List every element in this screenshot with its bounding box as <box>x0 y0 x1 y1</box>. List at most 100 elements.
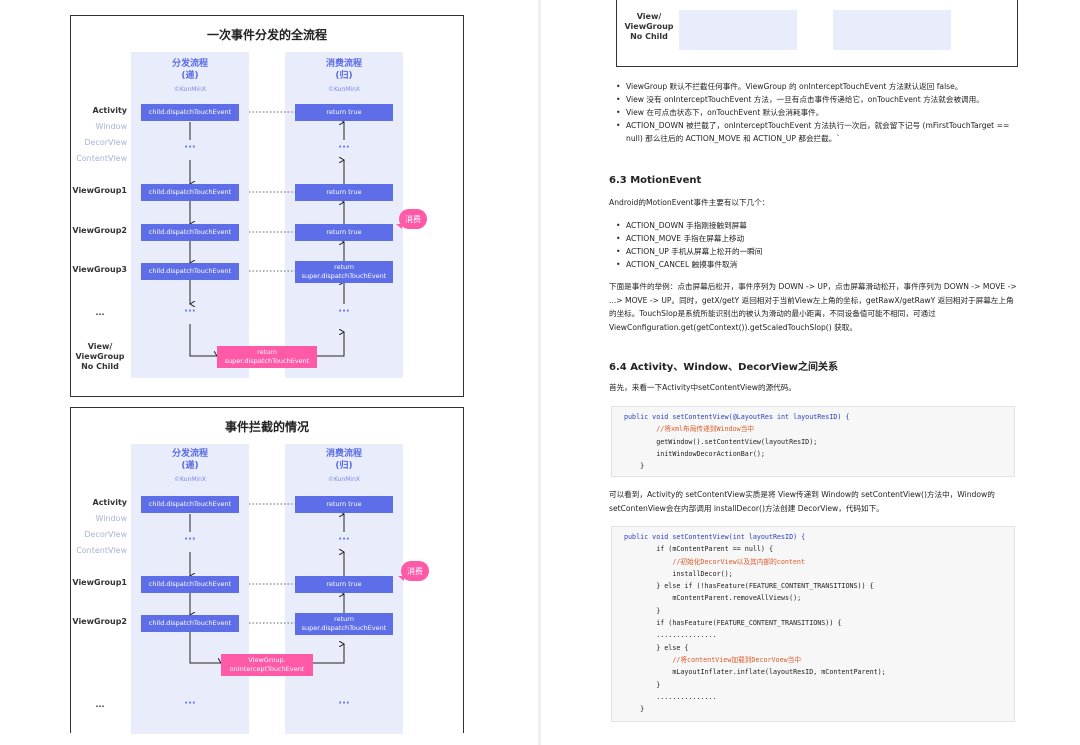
list-item: ViewGroup 默认不拦截任何事件。ViewGroup 的 onInterc… <box>616 80 1016 93</box>
code-line: //将contentView加载到DecorVoew当中 <box>624 655 802 664</box>
row-label-view: View/ ViewGroup No Child <box>65 342 135 372</box>
flow-connectors <box>71 503 463 733</box>
row-label: ViewGroup2 <box>72 226 127 235</box>
diagram-title: 一次事件分发的全流程 <box>206 28 327 42</box>
dispatch-node: child.dispatchTouchEvent <box>141 615 239 632</box>
credit: ©KunMinX <box>328 476 360 483</box>
intercept-diagram: 事件拦截的情况 分发流程 (递) 消费流程 (归) ©KunMinX ©KunM… <box>70 407 464 734</box>
dispatch-heading-sub: (递) <box>181 71 199 81</box>
node-line: return <box>334 615 354 623</box>
return-super-node: return super.dispatchTouchEvent <box>295 261 393 283</box>
arrow-up-return <box>313 644 344 664</box>
dispatch-heading-text: 分发流程 <box>171 59 208 69</box>
return-true-node: return true <box>295 496 393 513</box>
node-line: return <box>257 348 277 356</box>
row-label: DecorView <box>84 138 127 147</box>
arrow-bottom <box>189 324 217 356</box>
row-label-line: ViewGroup <box>624 22 674 31</box>
row-label: ContentView <box>76 154 127 163</box>
node-line: ViewGroup. <box>248 656 286 664</box>
row-label: Window <box>95 514 127 523</box>
return-super-node-bottom: return super.dispatchTouchEvent <box>217 346 317 368</box>
code-block: public void setContentView(int layoutRes… <box>611 526 1015 722</box>
return-true-node: return true <box>295 576 393 593</box>
consume-badge: 消费 <box>398 561 429 581</box>
consume-heading: 消费流程 (归) <box>285 58 403 82</box>
consume-heading-sub: (归) <box>335 461 353 471</box>
node-line: return <box>334 263 354 271</box>
row-label-line: ViewGroup <box>75 352 125 361</box>
row-label-line: View/ <box>87 342 113 351</box>
paragraph: Android的MotionEvent事件主要有以下几个： <box>609 198 770 207</box>
list-item: View 在可点击状态下，onTouchEvent 默认会消耗事件。 <box>616 106 1016 119</box>
list-item: ACTION_UP 手机从屏幕上松开的一瞬间 <box>616 245 1016 258</box>
code-line: initWindowDecorActionBar(); <box>624 449 765 458</box>
node-line: super.dispatchTouchEvent <box>224 357 310 365</box>
consume-heading: 消费流程 (归) <box>285 448 403 472</box>
return-true-node: return true <box>295 184 393 201</box>
row-label: ... <box>95 308 105 317</box>
return-super-node: return super.dispatchTouchEvent <box>295 613 393 635</box>
list-item: ACTION_DOWN 被拦截了，onInterceptTouchEvent 方… <box>616 119 1016 145</box>
code-line: } <box>624 680 661 689</box>
row-label: Activity <box>92 106 128 115</box>
ellipsis: ··· <box>184 698 196 709</box>
row-label: ContentView <box>76 546 127 555</box>
node-line: onInterceptTouchEvent <box>229 665 305 673</box>
bullet-list: ViewGroup 默认不拦截任何事件。ViewGroup 的 onInterc… <box>616 80 1016 145</box>
consume-heading-sub: (归) <box>335 71 353 81</box>
dispatch-heading: 分发流程 (递) <box>131 448 249 472</box>
ellipsis: ··· <box>184 306 196 317</box>
node-line: super.dispatchTouchEvent <box>301 272 387 280</box>
code-line: ............... <box>624 631 717 640</box>
code-line: mLayoutInflater.inflate(layoutResID, mCo… <box>624 668 886 677</box>
code-line: //将xml布局传递到Window当中 <box>624 425 754 434</box>
dispatch-column <box>679 10 797 50</box>
right-page: View/ ViewGroup No Child ViewGroup 默认不拦截… <box>541 0 1080 745</box>
code-line: } <box>624 705 645 714</box>
arrow-intercept <box>189 632 221 663</box>
intercept-node: ViewGroup. onInterceptTouchEvent <box>221 654 313 676</box>
row-label: ViewGroup2 <box>72 617 127 626</box>
ellipsis: ··· <box>184 534 196 545</box>
bullet-list: ACTION_DOWN 手指刚接触到屏幕 ACTION_MOVE 手指在屏幕上移… <box>616 219 1016 271</box>
code-block: public void setContentView(@LayoutRes in… <box>611 406 1015 477</box>
dispatch-node: child.dispatchTouchEvent <box>141 576 239 593</box>
ellipsis: ··· <box>338 306 350 317</box>
ellipsis: ··· <box>184 142 196 153</box>
diagram-fragment: View/ ViewGroup No Child <box>616 0 1018 67</box>
code-line: public void setContentView(@LayoutRes in… <box>624 413 850 421</box>
return-true-node: return true <box>295 224 393 241</box>
list-item: View 没有 onInterceptTouchEvent 方法，一旦有点击事件… <box>616 93 1016 106</box>
node-line: super.dispatchTouchEvent <box>301 624 387 632</box>
section-heading: 6.4 Activity、Window、DecorView之间关系 <box>609 362 838 373</box>
list-item: ACTION_CANCEL 触摸事件取消 <box>616 258 1016 271</box>
code-line: } else { <box>624 643 689 652</box>
row-label-line: View/ <box>636 12 662 21</box>
ellipsis: ··· <box>338 698 350 709</box>
row-label-line: No Child <box>630 32 668 41</box>
code-line: } else if (!hasFeature(FEATURE_CONTENT_T… <box>624 582 874 591</box>
code-line: ............... <box>624 692 717 701</box>
dispatch-node: child.dispatchTouchEvent <box>141 184 239 201</box>
consume-heading-text: 消费流程 <box>325 449 362 459</box>
dispatch-node: child.dispatchTouchEvent <box>141 224 239 241</box>
arrow-up-return <box>317 332 344 357</box>
credit: ©KunMinX <box>174 86 206 93</box>
ellipsis: ··· <box>338 142 350 153</box>
row-label-line: No Child <box>81 362 119 371</box>
code-line: } <box>624 606 661 615</box>
dispatch-heading-sub: (递) <box>181 461 199 471</box>
credit: ©KunMinX <box>328 86 360 93</box>
code-line: if (hasFeature(FEATURE_CONTENT_TRANSITIO… <box>624 619 842 628</box>
code-line: public void setContentView(int layoutRes… <box>624 533 806 541</box>
row-label: ViewGroup1 <box>72 186 127 195</box>
dispatch-node: child.dispatchTouchEvent <box>141 263 239 280</box>
dispatch-node: child.dispatchTouchEvent <box>141 496 239 513</box>
code-line: installDecor(); <box>624 569 733 578</box>
code-line: mContentParent.removeAllViews(); <box>624 594 802 603</box>
flow-connectors <box>71 111 463 396</box>
row-label: Window <box>95 122 127 131</box>
dispatch-heading: 分发流程 (递) <box>131 58 249 82</box>
code-line: } <box>624 462 645 471</box>
